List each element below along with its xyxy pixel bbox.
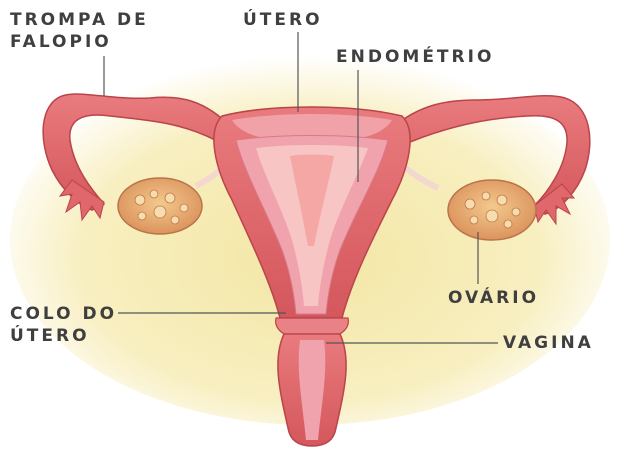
label-colo-line1: COLO DO [10,304,117,324]
fundus-band [232,114,392,138]
label-endometrio: ENDOMÉTRIO [336,46,494,68]
label-vagina: VAGINA [503,332,594,354]
label-ovario: OVÁRIO [448,287,539,309]
label-utero: ÚTERO [243,9,323,31]
label-trompa-line2: FALOPIO [10,32,112,52]
label-colo-line2: ÚTERO [10,326,90,346]
label-trompa-line1: TROMPA DE [10,10,149,30]
